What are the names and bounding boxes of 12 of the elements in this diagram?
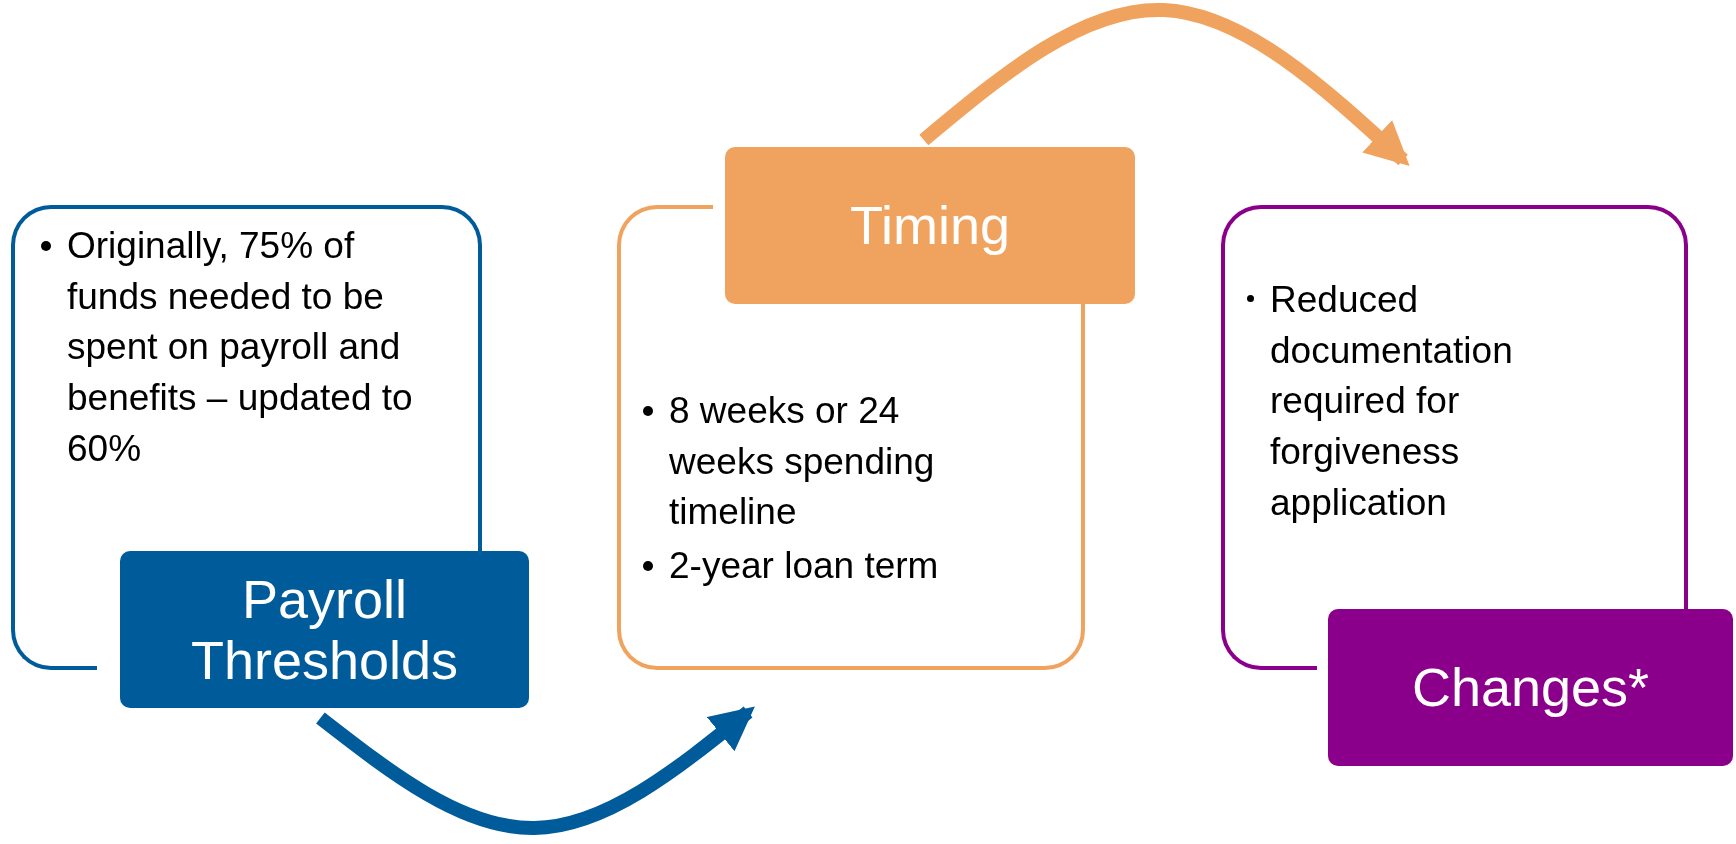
title-box (1328, 609, 1733, 766)
bullet-text: Reduced documentation required for forgiveness application (1270, 278, 1514, 525)
curved-arrow (919, 3, 1410, 166)
curved-arrow (316, 706, 755, 835)
title-text: Changes* (1411, 657, 1650, 718)
title-text: Payroll Thresholds (189, 569, 460, 690)
title-box (120, 551, 529, 708)
title-text: Timing (850, 195, 1010, 256)
bullet-text: 2-year loan term (669, 544, 939, 588)
title-box (725, 147, 1135, 304)
bullet-text: Originally, 75% of funds needed to be spent on payroll and benefits – updated to 60% (67, 224, 414, 471)
bullet-text: 8 weeks or 24 weeks spending timeline (669, 389, 936, 535)
